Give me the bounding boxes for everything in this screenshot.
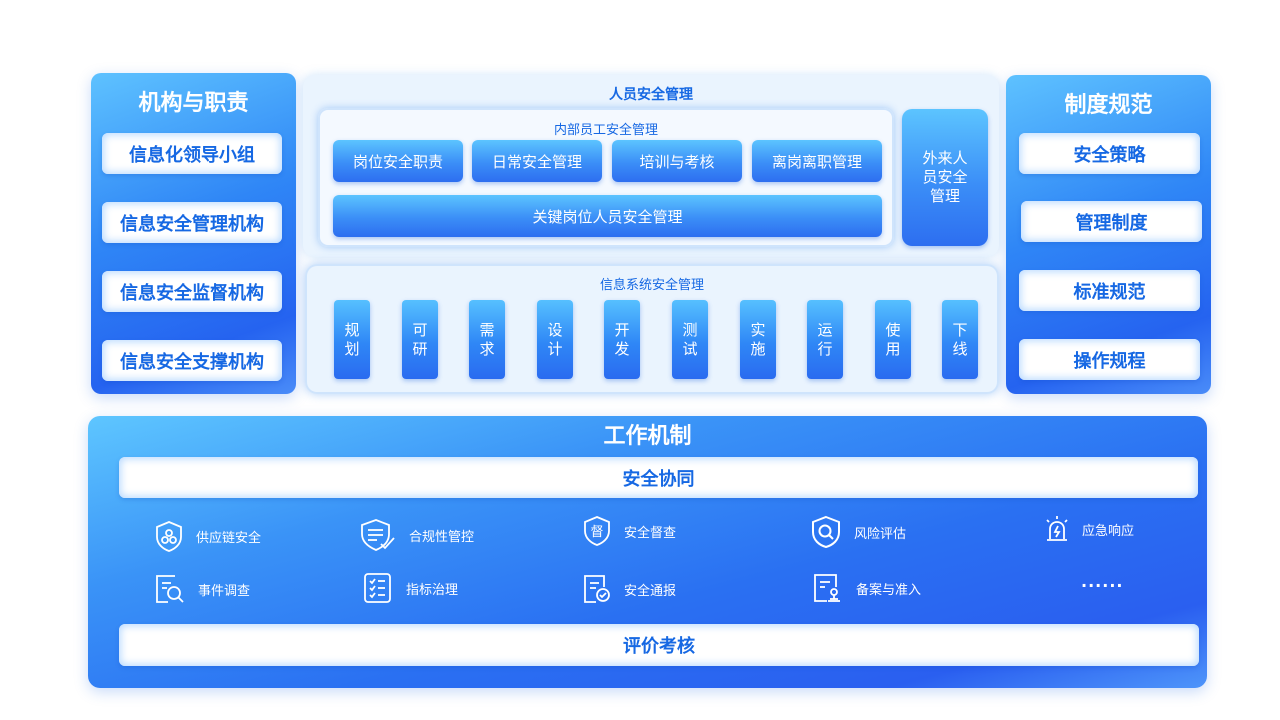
- policy-standards-panel: 制度规范 安全策略 管理制度 标准规范 操作规程: [1006, 75, 1211, 394]
- mech-label-supply-chain: 供应链安全: [196, 530, 262, 546]
- mech-label-event-investigation: 事件调查: [198, 583, 251, 599]
- checklist-icon: [364, 573, 391, 603]
- emergency-alarm-icon: [1046, 516, 1068, 541]
- left-item-support-org: 信息安全支撑机构: [102, 340, 282, 381]
- stage-char-1: 实: [750, 320, 766, 339]
- work-mechanism-panel: 工作机制 安全协同 供应链安全 合规性管控 督 安全督查 风险评估: [88, 416, 1207, 688]
- lifecycle-stage: 测试: [672, 300, 708, 379]
- left-item-management-org: 信息安全管理机构: [102, 202, 282, 243]
- org-responsibility-title: 机构与职责: [138, 91, 249, 116]
- investigation-icon: [156, 575, 184, 603]
- lifecycle-stage: 开发: [604, 300, 640, 379]
- compliance-icon: [361, 519, 395, 551]
- left-item-leadership-group: 信息化领导小组: [102, 133, 282, 174]
- external-line-3: 管理: [929, 187, 960, 205]
- lifecycle-stage: 使用: [875, 300, 911, 379]
- org-responsibility-panel: 机构与职责 信息化领导小组 信息安全管理机构 信息安全监督机构 信息安全支撑机构: [91, 73, 296, 394]
- stage-char-2: 计: [547, 339, 563, 358]
- stage-char-2: 求: [479, 339, 495, 358]
- infosys-security-title: 信息系统安全管理: [599, 278, 704, 293]
- filing-icon: [814, 574, 840, 602]
- svg-text:督: 督: [590, 525, 603, 540]
- supply-chain-icon: [156, 521, 182, 552]
- stage-char-1: 开: [614, 320, 630, 339]
- left-item-supervision-org: 信息安全监督机构: [102, 271, 282, 312]
- mech-label-risk-assessment: 风险评估: [854, 526, 907, 542]
- stage-char-2: 划: [344, 339, 360, 358]
- personnel-security-panel: 人员安全管理 内部员工安全管理 岗位安全职责 日常安全管理 培训与考核 离岗离职…: [303, 75, 999, 257]
- mech-item-filing-access: 备案与准入: [812, 572, 921, 604]
- personnel-security-title: 人员安全管理: [609, 87, 693, 103]
- internal-staff-title: 内部员工安全管理: [553, 123, 658, 138]
- external-line-2: 员安全: [922, 168, 968, 186]
- right-item-management-system: 管理制度: [1021, 201, 1202, 242]
- lifecycle-stage: 设计: [537, 300, 573, 379]
- external-line-1: 外来人: [922, 149, 968, 167]
- mech-label-emergency-response: 应急响应: [1082, 523, 1135, 539]
- stage-char-2: 发: [614, 339, 630, 358]
- mech-item-inspection: 督 安全督查: [582, 515, 676, 547]
- infosys-security-panel: 信息系统安全管理 规划可研需求设计开发测试实施运行使用下线: [305, 264, 999, 394]
- right-item-strategy: 安全策略: [1019, 133, 1200, 174]
- stage-char-1: 可: [412, 320, 428, 339]
- external-personnel-box: 外来人 员安全 管理: [902, 109, 988, 246]
- key-post-personnel-management: 关键岗位人员安全管理: [333, 195, 882, 237]
- stage-char-2: 线: [952, 339, 968, 358]
- lifecycle-stage: 需求: [469, 300, 505, 379]
- stage-char-2: 试: [682, 339, 698, 358]
- stage-char-2: 用: [885, 339, 901, 358]
- report-icon: [584, 575, 610, 603]
- training-assessment: 培训与考核: [612, 140, 742, 182]
- mech-label-indicator-governance: 指标治理: [406, 582, 459, 598]
- stage-char-1: 下: [952, 320, 968, 339]
- policy-standards-title: 制度规范: [1064, 93, 1153, 118]
- stage-char-1: 需: [479, 320, 495, 339]
- lifecycle-stage: 下线: [942, 300, 978, 379]
- work-mechanism-title: 工作机制: [603, 424, 692, 449]
- security-collaboration-bar: 安全协同: [119, 457, 1198, 498]
- lifecycle-stage: 规划: [334, 300, 370, 379]
- mech-label-filing-access: 备案与准入: [856, 582, 922, 598]
- stage-char-1: 测: [682, 320, 698, 339]
- stage-char-1: 运: [817, 320, 833, 339]
- mech-item-event-investigation: 事件调查: [154, 573, 250, 605]
- mech-item-emergency-response: 应急响应: [1044, 515, 1134, 543]
- mech-item-indicator-governance: 指标治理: [362, 571, 458, 605]
- stage-char-1: 使: [885, 320, 901, 339]
- lifecycle-stage: 运行: [807, 300, 843, 379]
- mech-label-inspection: 安全督查: [624, 525, 677, 541]
- mech-label-security-bulletin: 安全通报: [624, 583, 677, 599]
- stage-char-2: 施: [750, 339, 766, 358]
- more-items-ellipsis: ······: [1081, 576, 1124, 595]
- right-item-standards: 标准规范: [1019, 270, 1200, 311]
- risk-assessment-icon: [812, 515, 840, 549]
- lifecycle-stage: 可研: [402, 300, 438, 379]
- mech-item-risk-assessment: 风险评估: [810, 515, 906, 549]
- lifecycle-stage: 实施: [740, 300, 776, 379]
- mech-item-supply-chain: 供应链安全: [154, 520, 261, 552]
- post-security-duty: 岗位安全职责: [333, 140, 463, 182]
- stage-char-1: 设: [547, 320, 563, 339]
- stage-char-2: 研: [412, 339, 428, 358]
- lifecycle-stages: 规划可研需求设计开发测试实施运行使用下线: [305, 264, 999, 394]
- mech-item-compliance: 合规性管控: [359, 518, 474, 552]
- stage-char-2: 行: [817, 339, 833, 358]
- internal-staff-box: 内部员工安全管理 岗位安全职责 日常安全管理 培训与考核 离岗离职管理 关键岗位…: [318, 108, 894, 247]
- stage-char-1: 规: [344, 320, 360, 339]
- mech-item-security-bulletin: 安全通报: [582, 573, 676, 605]
- departure-management: 离岗离职管理: [752, 140, 882, 182]
- right-item-operating-procedures: 操作规程: [1019, 339, 1200, 380]
- evaluation-assessment-bar: 评价考核: [119, 624, 1199, 666]
- daily-security-management: 日常安全管理: [472, 140, 602, 182]
- inspection-icon: 督: [584, 516, 610, 546]
- mech-label-compliance: 合规性管控: [409, 529, 475, 545]
